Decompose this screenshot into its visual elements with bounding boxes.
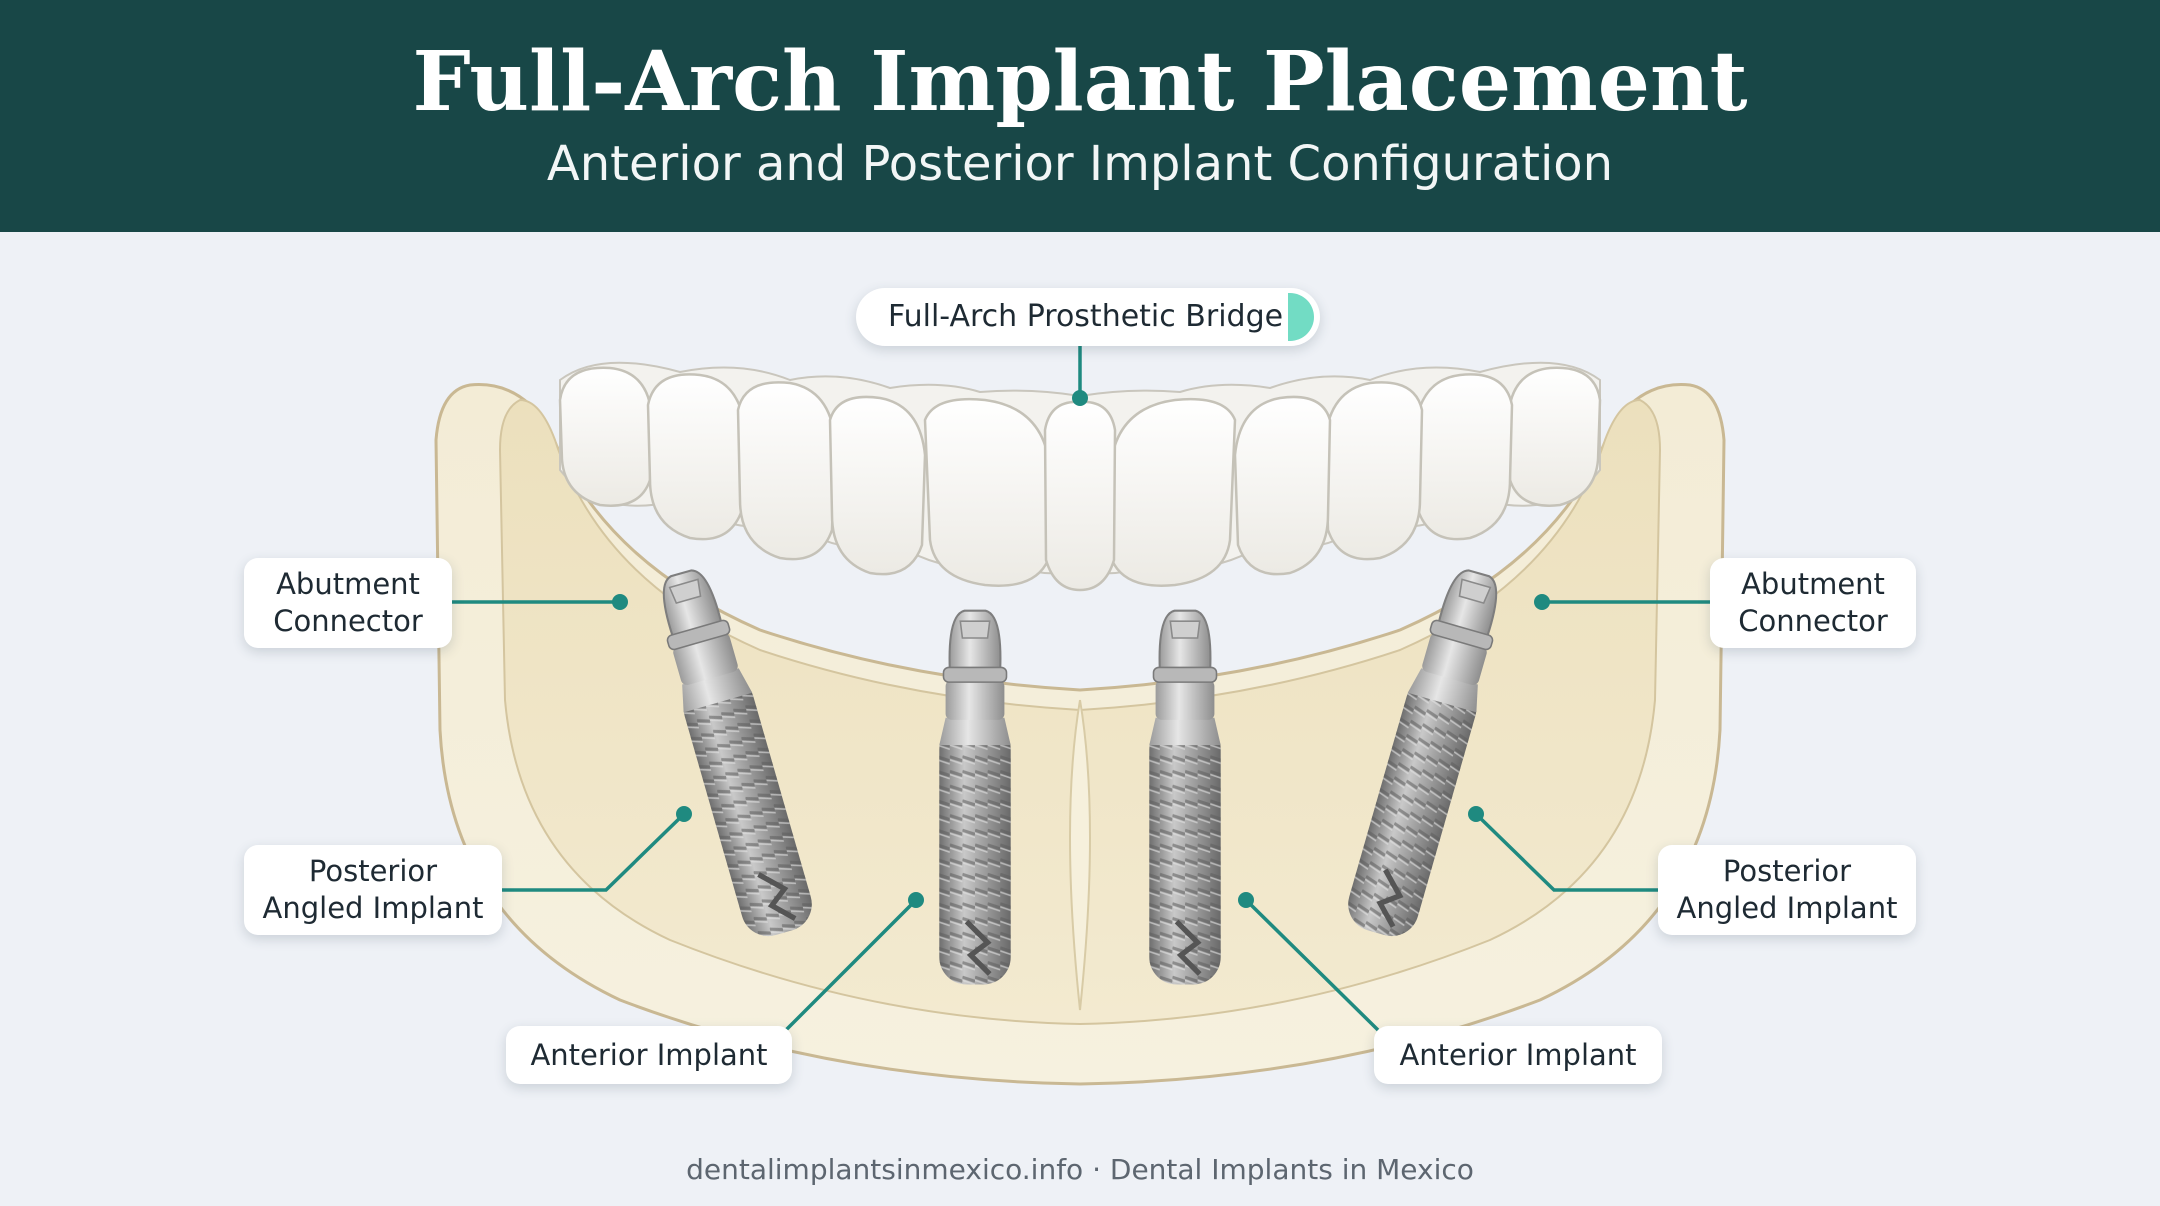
leader-dot-bridge bbox=[1072, 390, 1088, 406]
label-abutment-left-line2: Connector bbox=[273, 604, 423, 638]
footer-credit: dentalimplantsinmexico.info · Dental Imp… bbox=[686, 1153, 1474, 1186]
label-abutment-right: Abutment Connector bbox=[1710, 558, 1916, 648]
label-prosthetic-bridge: Full-Arch Prosthetic Bridge bbox=[856, 288, 1320, 346]
implant-anterior-right bbox=[1149, 611, 1220, 985]
label-posterior-right-line1: Posterior bbox=[1722, 854, 1852, 888]
leader-line-posterior-left bbox=[502, 812, 686, 892]
label-accent bbox=[1288, 293, 1314, 341]
leader-dots bbox=[612, 390, 1550, 908]
label-abutment-right-line2: Connector bbox=[1738, 604, 1888, 638]
leader-line-anterior-right bbox=[1244, 898, 1380, 1032]
leader-dot-posterior-left bbox=[676, 806, 692, 822]
leader-dot-abutment-left bbox=[612, 594, 628, 610]
label-posterior-right: Posterior Angled Implant bbox=[1658, 845, 1916, 935]
label-prosthetic-bridge-text: Full-Arch Prosthetic Bridge bbox=[888, 299, 1284, 334]
label-anterior-right-text: Anterior Implant bbox=[1399, 1037, 1637, 1072]
label-posterior-right-line2: Angled Implant bbox=[1676, 891, 1898, 925]
label-abutment-left: Abutment Connector bbox=[244, 558, 452, 648]
leader-dot-abutment-right bbox=[1534, 594, 1550, 610]
header-banner: Full-Arch Implant Placement Anterior and… bbox=[0, 0, 2160, 232]
prosthetic-bridge bbox=[558, 361, 1602, 592]
label-anterior-left-text: Anterior Implant bbox=[530, 1037, 768, 1072]
label-abutment-left-line1: Abutment bbox=[276, 567, 420, 601]
leader-dot-posterior-right bbox=[1468, 806, 1484, 822]
implant-anterior-left bbox=[939, 611, 1010, 985]
leader-dot-anterior-right bbox=[1238, 892, 1254, 908]
leader-line-anterior-left bbox=[784, 898, 918, 1032]
label-abutment-right-line1: Abutment bbox=[1741, 567, 1885, 601]
leader-dot-anterior-left bbox=[908, 892, 924, 908]
label-anterior-left: Anterior Implant bbox=[506, 1026, 792, 1084]
label-posterior-left-line1: Posterior bbox=[308, 854, 438, 888]
label-posterior-left: Posterior Angled Implant bbox=[244, 845, 502, 935]
label-anterior-right: Anterior Implant bbox=[1374, 1026, 1662, 1084]
page-subtitle: Anterior and Posterior Implant Configura… bbox=[546, 136, 1614, 192]
label-posterior-left-line2: Angled Implant bbox=[262, 891, 484, 925]
leader-lines bbox=[452, 346, 1710, 1032]
leader-line-posterior-right bbox=[1474, 812, 1658, 892]
page-title: Full-Arch Implant Placement bbox=[412, 34, 1748, 130]
